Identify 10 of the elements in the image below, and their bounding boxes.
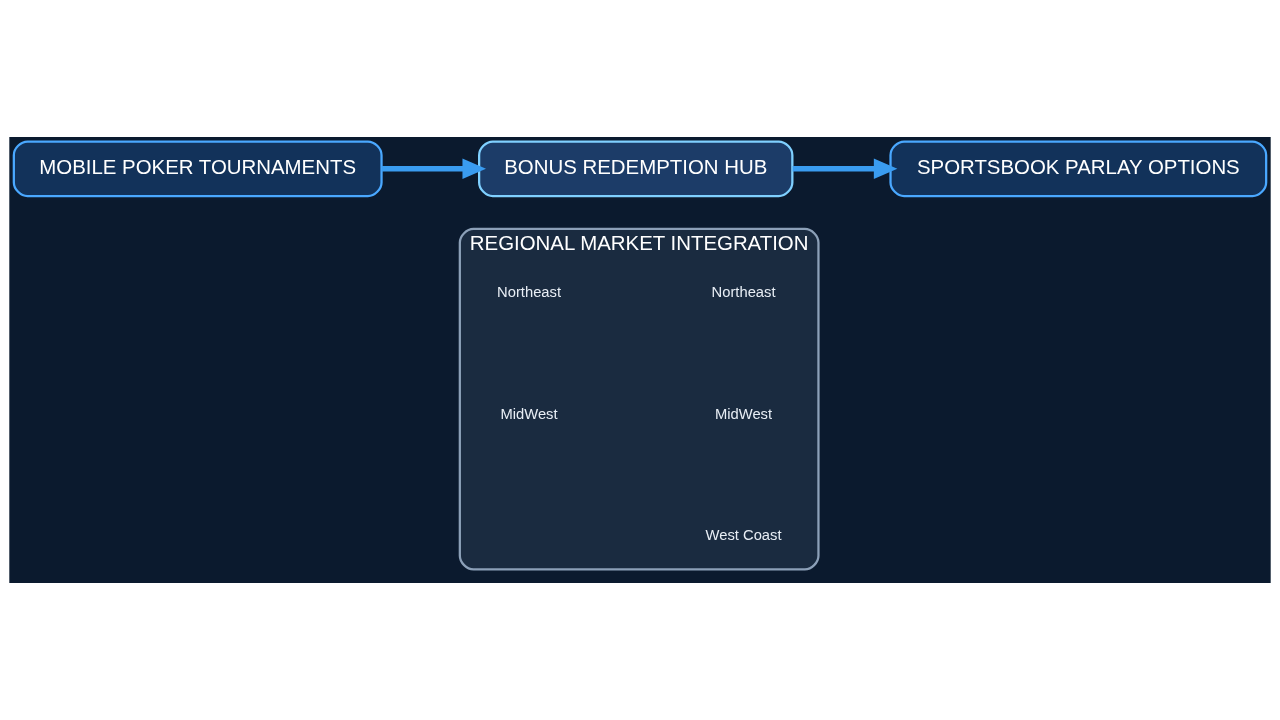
label: MidWest — [715, 405, 773, 422]
label: West Coast — [705, 527, 782, 544]
node-box: MOBILE POKER TOURNAMENTS — [12, 140, 383, 198]
node-box: SPORTSBOOK PARLAY OPTIONS — [889, 140, 1268, 198]
node-box: BONUS REDEMPTION HUB — [478, 140, 794, 198]
label: Northeast — [711, 284, 776, 301]
label: MidWest — [500, 405, 558, 422]
arrow — [792, 158, 898, 180]
arrow — [381, 158, 486, 180]
label: Northeast — [497, 284, 562, 301]
